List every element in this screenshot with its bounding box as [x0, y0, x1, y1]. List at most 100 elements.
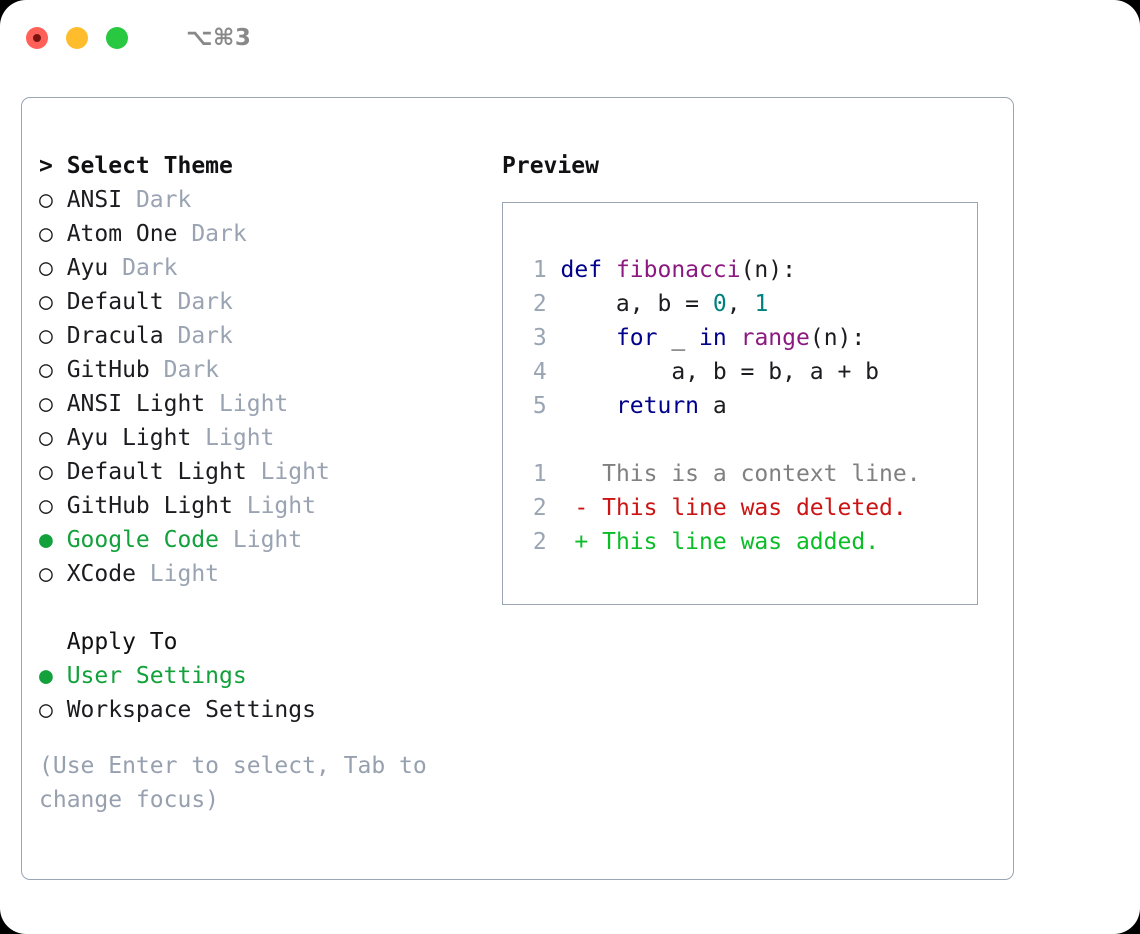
theme-option-github[interactable]: ○GitHub Dark [39, 353, 502, 387]
theme-option-category: Dark [122, 255, 178, 281]
apply-to-option-label: Workspace Settings [66, 697, 316, 723]
apply-to-option-label: User Settings [66, 663, 247, 689]
code-line: 5 return a [519, 389, 977, 423]
theme-list: ○ANSI Dark○Atom One Dark○Ayu Dark○Defaul… [39, 183, 502, 591]
gutter-space [547, 461, 575, 487]
theme-option-category: Light [246, 493, 316, 519]
code-token-txt [561, 325, 616, 351]
theme-option-label: ANSI [66, 187, 123, 213]
label-separator [233, 493, 247, 519]
theme-option-label: Google Code [66, 527, 220, 553]
code-token-txt: a [699, 393, 727, 419]
keyboard-shortcut-label: ⌥⌘3 [186, 25, 252, 51]
radio-unselected-icon: ○ [39, 391, 53, 417]
theme-option-ayu-light[interactable]: ○ Ayu Light Light [39, 421, 502, 455]
theme-option-default-light[interactable]: ○Default Light Light [39, 455, 502, 489]
theme-option-label: Default Light [66, 459, 247, 485]
theme-option-label: GitHub Light [66, 493, 233, 519]
code-token-txt: a, b = b, a + b [560, 359, 880, 385]
line-number: 1 [532, 257, 547, 283]
label-separator [164, 323, 178, 349]
label-separator [205, 391, 219, 417]
theme-option-google-code[interactable]: ●Google Code Light [39, 523, 502, 557]
theme-option-category: Dark [177, 323, 233, 349]
close-button[interactable] [26, 27, 48, 49]
line-number: 4 [532, 359, 547, 385]
radio-unselected-icon: ○ [39, 493, 53, 519]
theme-option-label: Atom One [66, 221, 178, 247]
list-spacer [39, 591, 502, 625]
line-number: 2 [532, 529, 547, 555]
theme-option-default[interactable]: ○Default Dark [39, 285, 502, 319]
diff-line-add: 2 + This line was added. [519, 525, 977, 559]
code-token-txt: a, b = [560, 291, 713, 317]
theme-option-dracula[interactable]: ○ Dracula Dark [39, 319, 502, 353]
minimize-button[interactable] [66, 27, 88, 49]
radio-unselected-icon: ○ [39, 425, 53, 451]
code-token-fn: range [740, 325, 810, 351]
gutter-space [547, 257, 561, 283]
theme-option-category: Light [232, 527, 303, 553]
select-theme-header: > Select Theme [39, 153, 233, 179]
theme-option-ayu[interactable]: ○ Ayu Dark [39, 251, 502, 285]
code-token-kw: for [615, 325, 658, 351]
code-token-txt [561, 393, 616, 419]
diff-marker-del: - [574, 495, 603, 521]
code-token-kw: def [560, 257, 616, 283]
code-line: 3 for _ in range(n): [519, 321, 977, 355]
code-token-num: 1 [754, 291, 769, 317]
theme-option-label: Ayu [66, 255, 109, 281]
theme-option-ansi[interactable]: ○ANSI Dark [39, 183, 502, 217]
apply-to-option-user-settings[interactable]: ● User Settings [39, 659, 502, 693]
label-separator [219, 527, 233, 553]
code-token-fn: fibonacci [615, 257, 741, 283]
radio-unselected-icon: ○ [39, 697, 53, 723]
gutter-space [547, 359, 561, 385]
theme-option-label: Default [66, 289, 164, 315]
theme-option-xcode[interactable]: ○XCode Light [39, 557, 502, 591]
code-token-txt: (n): [809, 325, 866, 351]
theme-option-category: Light [260, 459, 330, 485]
radio-unselected-icon: ○ [39, 357, 53, 383]
radio-unselected-icon: ○ [39, 255, 53, 281]
label-separator [122, 187, 136, 213]
code-token-txt: _ [657, 325, 700, 351]
diff-marker-ctx [574, 461, 602, 487]
gutter-space [547, 529, 575, 555]
theme-option-category: Light [205, 425, 275, 451]
theme-option-label: XCode [66, 561, 136, 587]
label-separator [191, 425, 205, 451]
radio-selected-icon: ● [39, 663, 53, 689]
radio-unselected-icon: ○ [39, 187, 53, 213]
theme-option-label: Ayu Light [66, 425, 192, 451]
code-token-num: 0 [712, 291, 727, 317]
diff-marker-add: + [574, 529, 603, 555]
line-number: 1 [532, 461, 547, 487]
theme-option-label: Dracula [66, 323, 164, 349]
diff-text: This line was added. [602, 529, 880, 555]
label-separator [108, 255, 122, 281]
code-token-txt [727, 325, 741, 351]
diff-line-del: 2 - This line was deleted. [519, 491, 977, 525]
label-separator [164, 289, 178, 315]
line-number: 3 [532, 325, 547, 351]
gutter-space [547, 393, 561, 419]
radio-unselected-icon: ○ [39, 323, 53, 349]
theme-option-github-light[interactable]: ○ GitHub Light Light [39, 489, 502, 523]
diff-sample: 1 This is a context line.2 - This line w… [519, 457, 977, 559]
theme-option-atom-one[interactable]: ○Atom One Dark [39, 217, 502, 251]
code-line: 1 def fibonacci(n): [519, 253, 977, 287]
line-number: 2 [532, 291, 547, 317]
apply-to-header: Apply To [39, 629, 178, 655]
code-diff-spacer [519, 423, 977, 457]
label-separator [150, 357, 164, 383]
theme-selector-panel: > Select Theme ○ANSI Dark○Atom One Dark○… [21, 97, 1014, 880]
theme-option-category: Light [149, 561, 220, 587]
theme-option-ansi-light[interactable]: ○ANSI Light Light [39, 387, 502, 421]
apply-to-option-workspace-settings[interactable]: ○ Workspace Settings [39, 693, 502, 727]
keyboard-hint-text: (Use Enter to select, Tab to change focu… [39, 753, 441, 813]
maximize-button[interactable] [106, 27, 128, 49]
diff-line-ctx: 1 This is a context line. [519, 457, 977, 491]
